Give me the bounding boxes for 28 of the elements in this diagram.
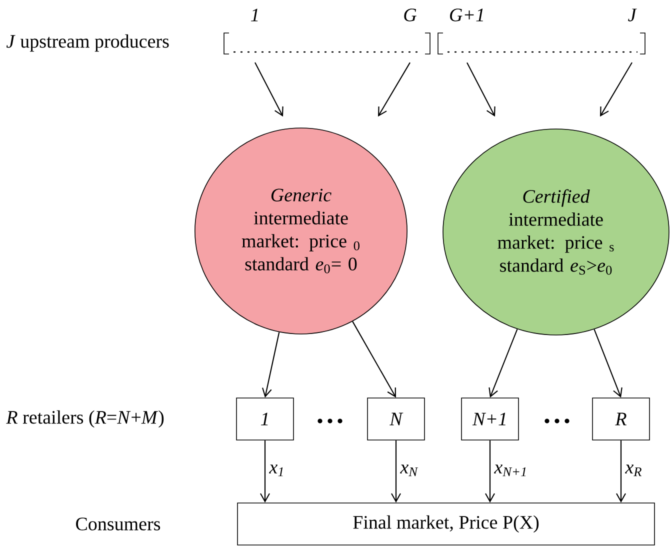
- producer-label: G+1: [450, 8, 483, 22]
- row-label: Consumers: [76, 518, 160, 530]
- arrow: [594, 329, 622, 398]
- edge-label: x$_{N}$: [400, 464, 418, 476]
- arrow: [262, 332, 280, 398]
- row-label: R retailers (R=N+M): [6, 410, 164, 428]
- arrow: [391, 440, 401, 503]
- edge-label: x$_{1}$: [268, 464, 283, 476]
- retailer-box: R: [592, 398, 650, 440]
- producer-label: G: [404, 8, 416, 22]
- arrow: [254, 62, 284, 117]
- arrow: [352, 321, 396, 398]
- retailer-box: N+1: [461, 398, 519, 440]
- edge-label: x$_{R}$: [624, 464, 642, 476]
- retailer-box: N: [367, 398, 425, 440]
- arrow: [260, 440, 270, 503]
- final-market-box: Final market, Price P(X): [237, 502, 655, 546]
- retailer-box: 1: [236, 398, 294, 440]
- arrow: [488, 328, 518, 398]
- edge-label: x$_{N+1}$: [494, 464, 526, 476]
- producer-label: J: [628, 8, 637, 22]
- row-label: J upstream producers: [6, 34, 169, 52]
- arrow: [616, 440, 626, 503]
- arrow: [485, 440, 495, 503]
- producer-label: 1: [250, 8, 258, 22]
- arrow: [466, 62, 496, 117]
- arrow: [600, 62, 632, 117]
- arrow: [378, 62, 410, 117]
